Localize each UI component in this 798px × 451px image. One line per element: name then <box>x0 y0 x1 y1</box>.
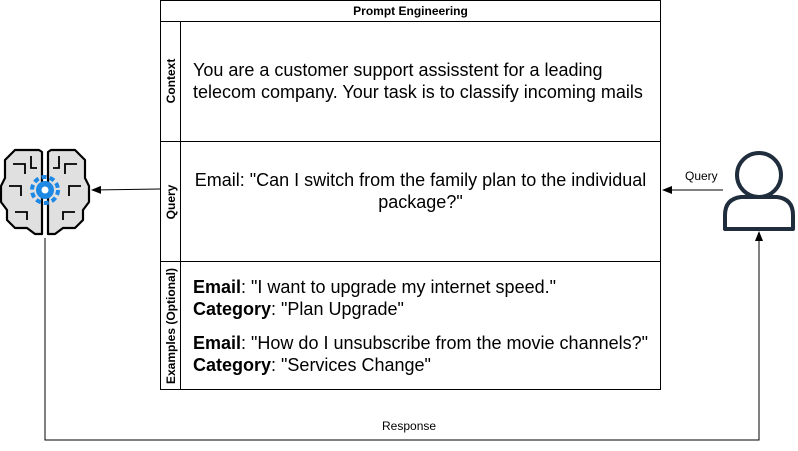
query-lane-body: Email: "Can I switch from the family pla… <box>181 142 660 261</box>
prompt-engineering-container: Prompt Engineering Context You are a cus… <box>160 0 661 390</box>
context-lane-label: Context <box>161 21 181 141</box>
examples-lane-label: Examples (Optional) <box>161 262 181 390</box>
query-lane-label: Query <box>161 142 181 261</box>
example-email-line: Email: "How do I unsubscribe from the mo… <box>193 333 649 353</box>
ai-brain-icon <box>0 148 91 236</box>
examples-lane: Examples (Optional) Email: "I want to up… <box>161 261 660 390</box>
edge-label-response: Response <box>382 419 437 433</box>
edge-response <box>44 231 763 441</box>
example-item: Email: "I want to upgrade my internet sp… <box>193 276 648 320</box>
example-category-line: Category: "Plan Upgrade" <box>193 299 404 319</box>
example-email-line: Email: "I want to upgrade my internet sp… <box>193 277 556 297</box>
query-lane: Query Email: "Can I switch from the fami… <box>161 141 660 261</box>
context-text: You are a customer support assisstent fo… <box>193 60 643 102</box>
context-lane-body: You are a customer support assisstent fo… <box>181 21 660 141</box>
container-title: Prompt Engineering <box>161 1 660 22</box>
examples-lane-body: Email: "I want to upgrade my internet sp… <box>181 262 660 390</box>
edge-prompt-to-model <box>91 185 161 194</box>
query-text: Email: "Can I switch from the family pla… <box>194 170 647 212</box>
example-item: Email: "How do I unsubscribe from the mo… <box>193 332 648 376</box>
user-icon <box>723 151 795 231</box>
examples-list: Email: "I want to upgrade my internet sp… <box>193 276 648 388</box>
edge-label-query: Query <box>685 169 718 183</box>
example-category-line: Category: "Services Change" <box>193 355 431 375</box>
context-lane: Context You are a customer support assis… <box>161 21 660 141</box>
